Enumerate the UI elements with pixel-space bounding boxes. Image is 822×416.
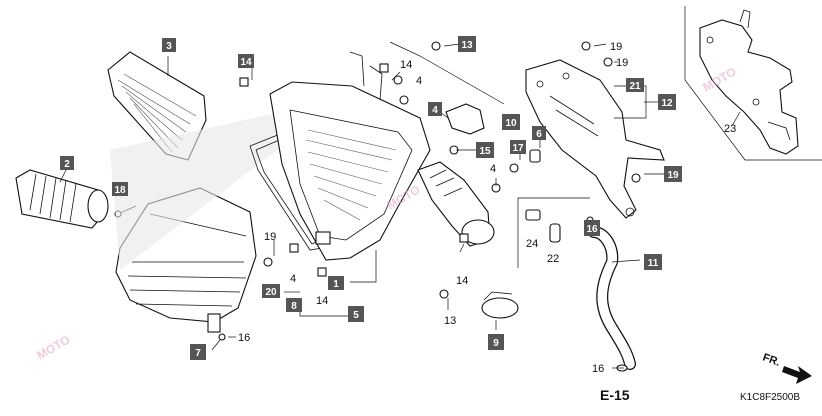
- front-label: FR.: [761, 352, 782, 369]
- svg-text:11: 11: [648, 258, 659, 269]
- callout-22: 22: [547, 253, 559, 265]
- callout-box-6: 6: [532, 126, 546, 140]
- svg-text:8: 8: [291, 301, 297, 312]
- front-direction-arrow: FR.: [761, 352, 812, 384]
- callout-box-20: 20: [262, 284, 280, 298]
- svg-text:10: 10: [505, 118, 517, 129]
- bracket-12: [525, 59, 665, 219]
- svg-text:17: 17: [512, 143, 524, 154]
- shading: [110, 110, 290, 270]
- cover-10: [445, 103, 485, 135]
- inset-panel: 23: [684, 6, 822, 161]
- clamp-9: [481, 291, 519, 319]
- diagram-code: K1C8F2500B: [740, 392, 800, 403]
- callout-4-mid: 4: [490, 163, 496, 175]
- svg-text:15: 15: [479, 146, 491, 157]
- callout-4-left: 4: [290, 273, 296, 285]
- callout-box-17: 17: [510, 140, 526, 154]
- callout-box-14: 14: [238, 54, 254, 68]
- callout-box-4: 4: [428, 102, 442, 116]
- svg-text:2: 2: [64, 159, 70, 170]
- callout-box-8: 8: [286, 298, 302, 312]
- callout-14-right: 14: [456, 275, 468, 287]
- callout-4-top: 4: [416, 75, 422, 87]
- svg-text:19: 19: [667, 170, 679, 181]
- callout-23: 23: [724, 123, 736, 135]
- svg-text:7: 7: [195, 348, 201, 359]
- reference-label: E-15: [600, 387, 630, 403]
- callout-19-top2: 19: [616, 57, 628, 69]
- svg-text:13: 13: [461, 40, 473, 51]
- svg-text:21: 21: [629, 81, 641, 92]
- svg-text:5: 5: [353, 310, 359, 321]
- callout-box-5: 5: [348, 306, 364, 322]
- callout-box-16: 16: [584, 220, 600, 236]
- callout-14-left: 14: [316, 295, 328, 307]
- callout-box-12: 12: [658, 94, 676, 110]
- subpanel-24-22: 24 22: [517, 197, 590, 268]
- callout-14-top: 14: [400, 59, 412, 71]
- callout-box-15: 15: [476, 142, 494, 158]
- svg-text:MOTO: MOTO: [35, 333, 73, 363]
- callout-24: 24: [526, 238, 538, 250]
- callout-16-bottom: 16: [592, 363, 604, 375]
- callout-box-2: 2: [60, 156, 74, 170]
- svg-text:16: 16: [586, 224, 598, 235]
- callout-box-3: 3: [162, 38, 176, 52]
- svg-text:20: 20: [265, 287, 277, 298]
- fasteners: [218, 41, 641, 341]
- boxed-callouts: 3 2 18 14 13 4 10 15 17 6 21 12 19 1 5 8…: [60, 36, 682, 360]
- callout-13-bottom: 13: [444, 315, 456, 327]
- callout-19-top: 19: [610, 41, 622, 53]
- svg-text:6: 6: [536, 129, 542, 140]
- svg-text:18: 18: [114, 185, 126, 196]
- intake-duct: [15, 169, 109, 229]
- callout-box-19: 19: [664, 166, 682, 182]
- callout-16-left: 16: [238, 332, 250, 344]
- callout-box-21: 21: [626, 78, 644, 92]
- callout-box-9: 9: [488, 334, 504, 350]
- callout-19-left: 19: [264, 231, 276, 243]
- plain-callouts: 19 19 14 4 4 19 4 14 14 13 16 16: [238, 41, 628, 375]
- intake-boot: [417, 161, 495, 247]
- air-cleaner-housing: [269, 51, 431, 261]
- svg-text:3: 3: [166, 41, 172, 52]
- callout-box-7: 7: [190, 344, 206, 360]
- svg-text:12: 12: [661, 98, 673, 109]
- svg-text:9: 9: [493, 338, 499, 349]
- callout-box-13: 13: [458, 36, 476, 52]
- callout-box-18: 18: [112, 182, 128, 196]
- svg-text:1: 1: [333, 279, 339, 290]
- callout-box-10: 10: [502, 114, 520, 130]
- svg-text:4: 4: [432, 105, 438, 116]
- drain-hose-11: [588, 226, 636, 372]
- callout-box-1: 1: [328, 276, 344, 290]
- callout-box-11: 11: [644, 254, 662, 270]
- svg-text:14: 14: [240, 57, 252, 68]
